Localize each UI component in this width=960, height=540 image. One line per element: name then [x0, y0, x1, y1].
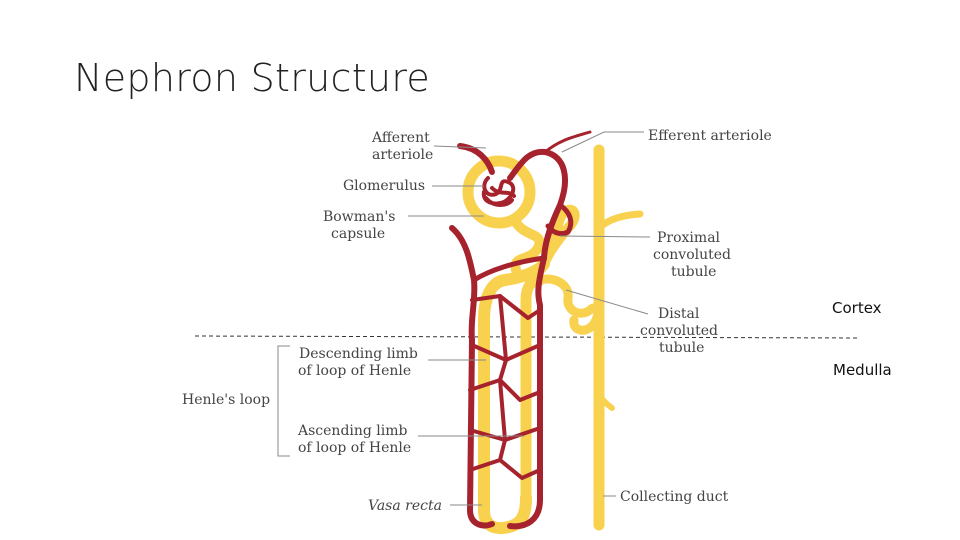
- tubule-system: [462, 144, 644, 534]
- vessel-network: [545, 202, 574, 237]
- afferent-label-line2: arteriole: [372, 147, 433, 163]
- leader-lines: [277, 131, 651, 506]
- vessel-network: [471, 255, 547, 283]
- distal-label-line3: tubule: [659, 340, 704, 356]
- afferent-label-line1: Afferent: [371, 130, 430, 146]
- ascending-label-line1: Ascending limb: [297, 423, 408, 439]
- vessel-network: [470, 294, 542, 320]
- distal-label-line2: convoluted: [640, 323, 718, 339]
- proximal-label-line3: tubule: [671, 264, 716, 280]
- efferent-arteriole-tip: [543, 130, 592, 154]
- henles-loop-label: Henle's loop: [182, 392, 270, 408]
- ascending-label-line2: of loop of Henle: [298, 440, 411, 456]
- distal-leader: [565, 289, 649, 315]
- efferent-label: Efferent arteriole: [648, 128, 772, 144]
- proximal-leader: [559, 235, 651, 238]
- proximal-label-line1: Proximal: [657, 230, 721, 246]
- collecting-duct-branch: [596, 392, 615, 411]
- descending-limb-shape: [478, 258, 550, 516]
- vessel-network: [498, 294, 508, 462]
- glomerulus-label: Glomerulus: [343, 178, 425, 194]
- descending-label-line2: of loop of Henle: [298, 363, 411, 379]
- glomerulus-shape: [481, 176, 516, 207]
- collecting-duct-branch: [595, 210, 644, 232]
- cortex-label: Cortex: [832, 299, 882, 317]
- proximal-label-line2: convoluted: [653, 247, 731, 263]
- distal-to-duct-connector: [588, 322, 603, 334]
- collecting-duct-label: Collecting duct: [620, 489, 729, 505]
- bowmans-label-line1: Bowman's: [323, 209, 395, 225]
- bowmans-capsule-shape: [462, 155, 536, 229]
- distal-tubule-shape: [535, 274, 603, 335]
- vasa-recta-label: Vasa recta: [368, 498, 442, 514]
- descending-label-line1: Descending limb: [299, 346, 418, 362]
- distal-label-line1: Distal: [658, 306, 700, 322]
- henles-loop-bracket: [277, 345, 290, 457]
- medulla-label: Medulla: [833, 361, 892, 379]
- vessel-network: [468, 378, 542, 402]
- vessel-network: [468, 458, 542, 480]
- vasa-recta-left: [449, 225, 495, 529]
- vessel-system: [449, 130, 592, 530]
- efferent-leader: [561, 131, 644, 153]
- afferent-leader: [433, 145, 487, 149]
- bowmans-label-line2: capsule: [331, 226, 385, 242]
- vasa-recta-right: [507, 255, 547, 530]
- slide-title: Nephron Structure: [74, 56, 431, 100]
